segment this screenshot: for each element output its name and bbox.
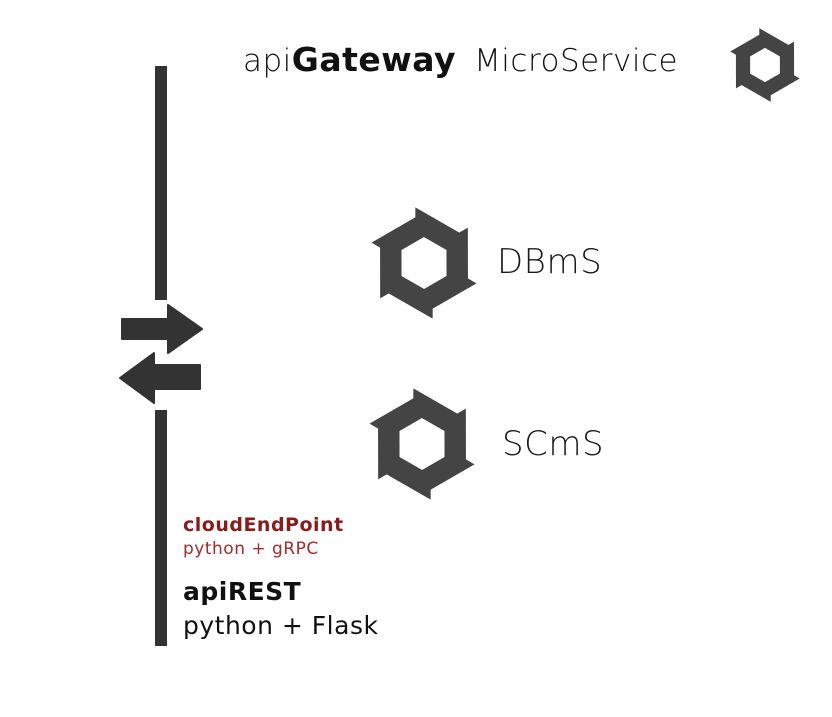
api-rest-name: apiREST [183, 577, 302, 606]
cloud-endpoint-name: cloudEndPoint [183, 514, 344, 536]
connector-line-top [155, 66, 167, 300]
service-label-dbms: DBmS [497, 242, 603, 282]
hexagon-swirl-icon [360, 376, 484, 512]
exchange-arrows-icon [118, 303, 204, 405]
title-gateway-word: Gateway [291, 40, 457, 79]
api-rest-stack: python + Flask [183, 611, 379, 640]
hexagon-swirl-icon [724, 20, 806, 110]
cloud-endpoint-stack: python + gRPC [183, 539, 319, 559]
title-api-prefix: api [243, 43, 292, 79]
title-microservice-word: MicroService [474, 43, 679, 79]
hexagon-swirl-icon [362, 195, 486, 331]
connector-line-bottom [155, 410, 167, 646]
service-label-scms: SCmS [502, 424, 605, 464]
